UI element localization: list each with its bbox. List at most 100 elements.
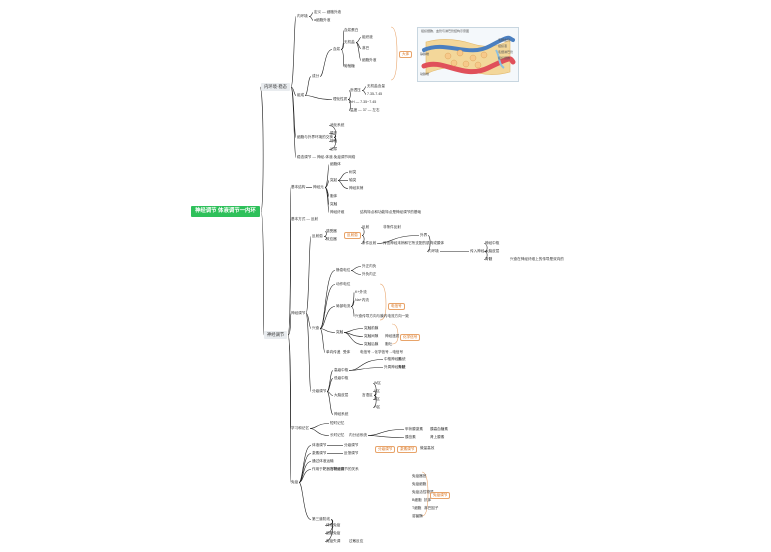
node-k-efflux[interactable]: K+外流: [355, 290, 367, 294]
node-short-term[interactable]: 短时记忆: [330, 421, 345, 425]
node-resting-potential[interactable]: 静息电位: [336, 268, 351, 272]
node-internal-env[interactable]: 内环境: [297, 14, 308, 18]
node-neural-regulation[interactable]: 神经调节: [291, 311, 306, 315]
node-definition[interactable]: 定义 — 细胞外液: [314, 10, 342, 14]
node-long-term[interactable]: 长时记忆: [330, 433, 345, 437]
tag-electric-signal[interactable]: 电信号: [388, 303, 405, 310]
node-third-line[interactable]: 第三道防线: [312, 517, 330, 521]
node-fluid-transport[interactable]: 通过体液运输: [312, 459, 334, 463]
node-pns[interactable]: 外周神经系统: [384, 365, 406, 369]
node-neuron[interactable]: 神经元: [313, 185, 324, 189]
node-thyroid[interactable]: 甲状腺激素: [405, 427, 423, 431]
node-exocytosis[interactable]: 胞吐: [385, 342, 393, 346]
node-t-cell[interactable]: T细胞: [412, 506, 422, 510]
node-signal-convert[interactable]: 电信号→化学信号→电信号: [360, 350, 404, 354]
node-unconditioned[interactable]: 非条件反射: [383, 225, 401, 229]
node-external[interactable]: 外界: [420, 233, 428, 237]
node-b-cell[interactable]: B细胞: [412, 498, 422, 502]
node-glucose[interactable]: 葡萄糖: [344, 64, 355, 68]
node-receptor[interactable]: 感受器: [326, 229, 337, 233]
node-trace-efficient[interactable]: 微量高效: [420, 446, 435, 450]
node-target-cells[interactable]: 作用于靶器官靶细胞: [312, 467, 345, 471]
node-salt-content[interactable]: 无机盐含量: [367, 84, 385, 88]
node-synapse[interactable]: 突触: [336, 330, 344, 334]
node-structure-note[interactable]: 结构特点和功能特点是神经调节的基础: [360, 210, 422, 214]
node-internal[interactable]: 内环境: [428, 249, 439, 253]
node-effector-detail[interactable]: 传出神经末梢和它所支配的肌肉或腺体: [383, 241, 445, 245]
node-basic-mode[interactable]: 基本方式 — 反射: [291, 217, 319, 221]
node-dendrite[interactable]: 树突: [349, 170, 357, 174]
node-bidirectional[interactable]: 兴奋在神经纤维上的传导是双向的: [510, 257, 564, 261]
node-presynaptic[interactable]: 突触前膜: [364, 326, 379, 330]
central-topic[interactable]: 神经调节 体液调节一内环: [191, 206, 260, 217]
node-homeostasis[interactable]: 稳态调节 — 神经-体液-免疫调节网络: [297, 155, 356, 159]
node-spinal[interactable]: 脊髓: [485, 257, 493, 261]
tag-hormone[interactable]: 激素调节: [397, 446, 418, 453]
node-action-potential[interactable]: 动作电位: [336, 282, 351, 286]
node-effector[interactable]: 效应器: [326, 237, 337, 241]
node-outside-neg[interactable]: 外负内正: [362, 272, 377, 276]
node-outside-pos[interactable]: 外正内负: [362, 264, 377, 268]
node-inorganic-salt[interactable]: 无机盐: [344, 40, 355, 44]
node-one-way[interactable]: 单向传递: [326, 350, 341, 354]
node-v-area[interactable]: V区: [374, 389, 380, 393]
node-cortex-area[interactable]: 大脑皮层: [334, 393, 349, 397]
tag-graded[interactable]: 分级调节: [375, 446, 396, 453]
node-immunity[interactable]: 免疫: [291, 480, 299, 484]
node-temperature[interactable]: 温度 — 37 — 左右: [350, 108, 380, 112]
node-cell-body[interactable]: 细胞体: [330, 162, 341, 166]
node-local-current[interactable]: 局部电流: [336, 304, 351, 308]
node-conduction-dir[interactable]: 兴奋传导方向与膜内电流方向一致: [355, 314, 409, 318]
node-reflex-arc[interactable]: 反射弧: [312, 234, 323, 238]
node-ph-range[interactable]: 7.35-7.45: [367, 92, 383, 96]
node-osmotic[interactable]: 渗透压: [350, 88, 361, 92]
node-speech-area[interactable]: 言语区: [362, 393, 373, 397]
tag-overall[interactable]: 大体: [399, 51, 413, 58]
node-nervous-system[interactable]: 神经系统: [334, 412, 349, 416]
node-afferent[interactable]: 传入神经: [470, 249, 485, 253]
node-lymphokine[interactable]: 淋巴因子: [424, 506, 439, 510]
node-components[interactable]: 成分: [312, 74, 320, 78]
node-cortex[interactable]: 大脑皮层: [485, 249, 500, 253]
node-na-influx[interactable]: Na+内流: [355, 298, 369, 302]
node-w-area[interactable]: W区: [374, 381, 381, 385]
node-synapse-basic[interactable]: 突触: [330, 202, 338, 206]
node-plasma-protein[interactable]: 血浆蛋白: [344, 28, 359, 32]
node-cell-immunity[interactable]: 细胞免疫: [326, 531, 341, 535]
node-brain[interactable]: 脑: [398, 357, 402, 361]
node-humoral[interactable]: 体液调节: [312, 443, 327, 447]
node-excitation[interactable]: 兴奋: [312, 326, 320, 330]
node-adrenaline[interactable]: 肾上腺素: [430, 435, 445, 439]
node-graded[interactable]: 分级调节: [344, 443, 359, 447]
node-h-area[interactable]: H区: [374, 405, 381, 409]
node-humoral-immunity[interactable]: 体液免疫: [326, 523, 341, 527]
node-conditioned[interactable]: 条件反射: [362, 241, 377, 245]
node-spinal-cord[interactable]: 脊髓: [398, 365, 406, 369]
node-cns[interactable]: 中枢神经系统: [384, 357, 406, 361]
node-endocrine[interactable]: 内分泌系统: [349, 433, 367, 437]
node-axon[interactable]: 轴突: [349, 178, 357, 182]
node-digestive[interactable]: 消化系统: [330, 123, 345, 127]
node-urinary[interactable]: 泌尿: [330, 147, 338, 151]
branch-internal-environment[interactable]: 内环境·稳态: [261, 83, 290, 91]
tag-immune[interactable]: 免疫调节: [430, 492, 451, 499]
node-allergy[interactable]: 过敏反应: [349, 539, 364, 543]
node-learning-memory[interactable]: 学习和记忆: [291, 426, 309, 430]
node-immune-cells[interactable]: 免疫细胞: [412, 482, 427, 486]
node-nerve-center[interactable]: 神经中枢: [485, 241, 500, 245]
node-respiration[interactable]: 呼吸: [330, 139, 338, 143]
node-immune-disorder[interactable]: 免疫失调: [326, 539, 341, 543]
branch-neural-regulation[interactable]: 神经调节: [264, 331, 288, 339]
node-extracellular[interactable]: 细胞外液: [362, 58, 377, 62]
node-immune-substances[interactable]: 免疫活性物质: [412, 490, 434, 494]
tag-reflex-arc[interactable]: 反射弧: [344, 232, 361, 239]
node-lysozyme[interactable]: 溶菌酶: [412, 514, 423, 518]
node-glucagon[interactable]: 胰高血糖素: [430, 427, 448, 431]
node-physchem[interactable]: 理化性质: [333, 97, 348, 101]
node-hormone-reg[interactable]: 激素调节: [312, 451, 327, 455]
tag-chemical-signal[interactable]: 化学信号: [400, 334, 421, 341]
node-graded-regulation[interactable]: 分级调节: [312, 389, 327, 393]
node-receptor-protein[interactable]: 受体: [343, 350, 351, 354]
node-cleft[interactable]: 突触间隙: [364, 334, 379, 338]
node-process[interactable]: 突起: [330, 178, 338, 182]
